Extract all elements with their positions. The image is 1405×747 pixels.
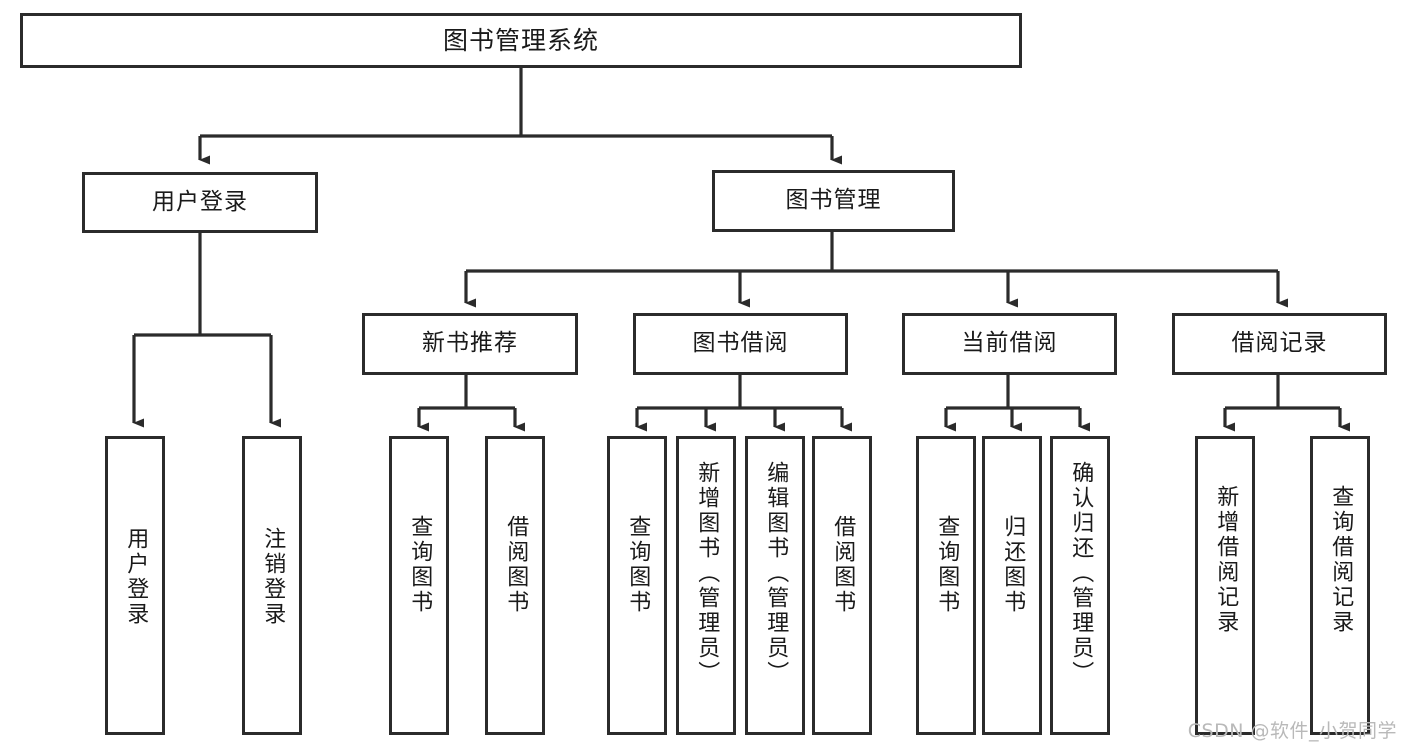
node-leaf-query-book-3[interactable]: 查询图书	[916, 436, 976, 735]
node-root-system[interactable]: 图书管理系统	[20, 13, 1022, 68]
node-leaf-query-book-1[interactable]: 查询图书	[389, 436, 449, 735]
node-leaf-borrow-book-1[interactable]: 借阅图书	[485, 436, 545, 735]
node-leaf-borrow-book-1-label: 借阅图书	[503, 515, 529, 615]
node-leaf-logout-login[interactable]: 注销登录	[242, 436, 302, 735]
node-leaf-user-login[interactable]: 用户登录	[105, 436, 165, 735]
node-leaf-edit-book[interactable]: 编辑图书（管理员）	[745, 436, 805, 735]
node-leaf-query-record-label: 查询借阅记录	[1328, 485, 1354, 635]
node-book-manage-label: 图书管理	[785, 187, 882, 214]
node-leaf-query-record[interactable]: 查询借阅记录	[1310, 436, 1370, 735]
node-book-manage[interactable]: 图书管理	[712, 170, 955, 232]
node-leaf-query-book-2[interactable]: 查询图书	[607, 436, 667, 735]
node-root-system-label: 图书管理系统	[442, 25, 599, 55]
node-leaf-query-book-2-label: 查询图书	[625, 515, 651, 615]
node-user-login-label: 用户登录	[152, 188, 248, 215]
node-leaf-add-record-label: 新增借阅记录	[1213, 485, 1239, 635]
node-leaf-add-record[interactable]: 新增借阅记录	[1195, 436, 1255, 735]
node-leaf-add-book-label: 新增图书（管理员）	[694, 461, 720, 686]
node-leaf-confirm-return[interactable]: 确认归还（管理员）	[1050, 436, 1110, 735]
node-leaf-edit-book-label: 编辑图书（管理员）	[763, 461, 789, 686]
node-leaf-return-book-label: 归还图书	[1000, 515, 1026, 615]
node-leaf-return-book[interactable]: 归还图书	[982, 436, 1042, 735]
node-leaf-query-book-3-label: 查询图书	[934, 515, 960, 615]
node-leaf-confirm-return-label: 确认归还（管理员）	[1068, 461, 1094, 686]
node-current-borrow-label: 当前借阅	[961, 330, 1058, 357]
node-new-book-recommend-label: 新书推荐	[422, 330, 518, 357]
node-new-book-recommend[interactable]: 新书推荐	[362, 313, 578, 375]
node-current-borrow[interactable]: 当前借阅	[902, 313, 1117, 375]
node-user-login[interactable]: 用户登录	[82, 172, 318, 233]
node-borrow-record-label: 借阅记录	[1231, 330, 1328, 357]
node-leaf-borrow-book-2[interactable]: 借阅图书	[812, 436, 872, 735]
node-leaf-logout-login-label: 注销登录	[260, 527, 286, 627]
node-book-borrow[interactable]: 图书借阅	[633, 313, 848, 375]
node-leaf-user-login-label: 用户登录	[123, 527, 149, 627]
node-leaf-query-book-1-label: 查询图书	[407, 515, 433, 615]
node-leaf-add-book[interactable]: 新增图书（管理员）	[676, 436, 736, 735]
node-leaf-borrow-book-2-label: 借阅图书	[830, 515, 856, 615]
node-book-borrow-label: 图书借阅	[692, 330, 789, 357]
node-borrow-record[interactable]: 借阅记录	[1172, 313, 1387, 375]
